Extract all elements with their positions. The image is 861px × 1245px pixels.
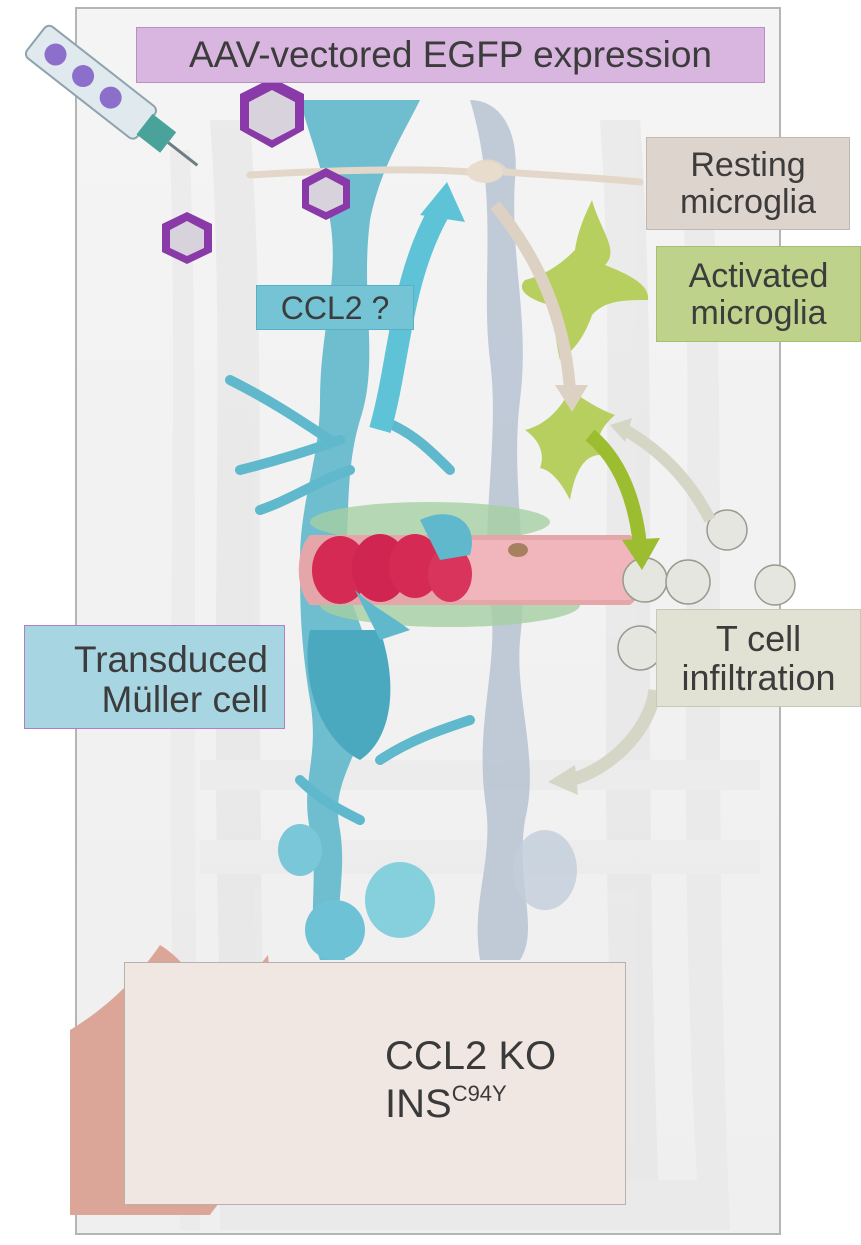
muller-line1: Transduced [73,639,268,680]
aav-label-text: AAV-vectored EGFP expression [188,34,713,75]
red-blood-cell [428,546,472,602]
aav-capsid-icon [162,212,212,264]
microglia-icon [521,200,649,500]
red-blood-cell [312,536,368,604]
tcell-infiltration-label: T cell infiltration [656,609,861,707]
tcell-feedback-arrow [622,424,716,523]
pig-model-box: CCL2 KO INSC94Y [124,962,626,1205]
recruitment-arrow [585,429,647,546]
t-cell-icon [617,509,796,671]
infiltration-arrow [568,688,662,787]
infiltration-arrow-head [548,765,578,795]
aav-capsid-icon [302,168,350,220]
activated-microglia-label: Activated microglia [656,246,861,342]
tcell-line2: infiltration [681,656,836,698]
pig-model-line1: CCL2 KO [385,1034,557,1078]
resting-microglia-line2: microglia [679,182,817,221]
red-blood-cell [389,534,441,598]
pig-model-line2: INSC94Y [385,1082,507,1126]
ccl2-question-label: CCL2 ? [256,285,414,330]
ccl2-arrow-head [420,182,465,222]
resting-microglia-body [467,161,503,183]
resting-microglia-label: Resting microglia [646,137,850,230]
tcell-feedback-arrow-head [610,418,632,442]
pig-model-mutation: C94Y [451,1081,507,1106]
ccl2-question-text: CCL2 ? [280,290,390,326]
pig-model-ins: INS [385,1082,452,1126]
resting-microglia-line1: Resting [690,146,806,184]
activated-microglia-line1: Activated [688,257,829,295]
activation-arrow [490,201,576,391]
recruitment-arrow-head [622,538,660,570]
aav-capsid-icon [240,78,304,148]
syringe-icon [24,24,199,167]
transduced-muller-label: Transduced Müller cell [24,625,285,729]
aav-label: AAV-vectored EGFP expression [136,27,765,83]
blood-vessel [298,502,645,640]
tcell-line1: T cell [715,618,802,659]
activation-arrow-head [555,385,588,412]
activated-microglia-line2: microglia [690,293,827,332]
muller-line2: Müller cell [101,678,268,720]
